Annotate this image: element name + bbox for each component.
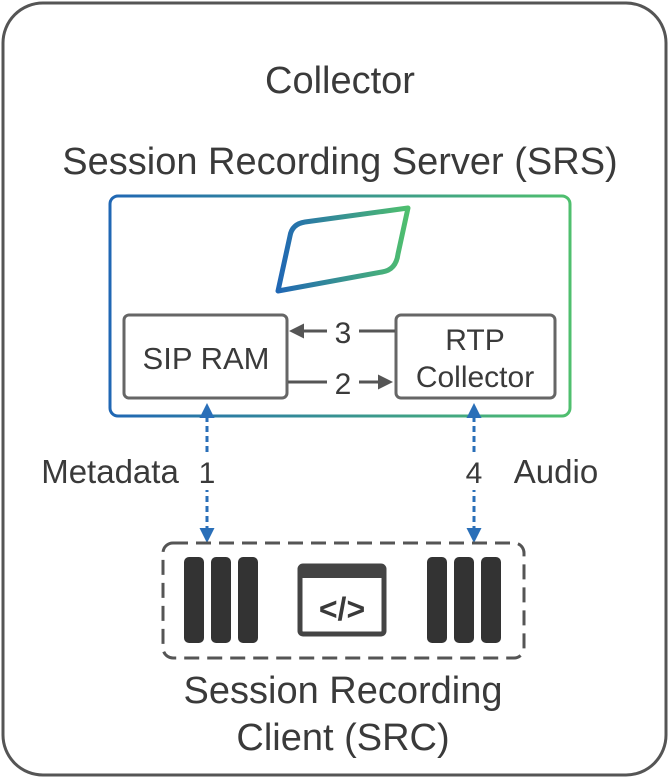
metadata-label: Metadata — [41, 453, 179, 490]
srs-title: Session Recording Server (SRS) — [62, 141, 617, 183]
parallelogram-icon — [275, 205, 411, 294]
code-window-icon: </> — [297, 563, 387, 637]
src-title-line2: Client (SRC) — [236, 717, 449, 759]
rtp-collector-label-line1: RTP — [445, 324, 504, 357]
sip-ram-label: SIP RAM — [143, 341, 270, 376]
step-1-label: 1 — [199, 457, 216, 490]
src-box — [161, 541, 526, 660]
step-3-label: 3 — [335, 317, 352, 350]
audio-label: Audio — [514, 453, 598, 490]
rtp-collector-box — [394, 313, 557, 400]
server-rack-icon-left — [184, 557, 258, 643]
step-4-label: 4 — [466, 457, 483, 490]
step-2-label: 2 — [335, 368, 352, 401]
server-rack-icon-right — [427, 557, 501, 643]
rtp-collector-label-line2: Collector — [416, 361, 534, 394]
sip-ram-box — [122, 313, 289, 400]
collector-title: Collector — [265, 60, 415, 102]
code-glyph: </> — [319, 591, 365, 627]
src-title-line1: Session Recording — [184, 670, 503, 712]
srs-box — [108, 194, 572, 418]
